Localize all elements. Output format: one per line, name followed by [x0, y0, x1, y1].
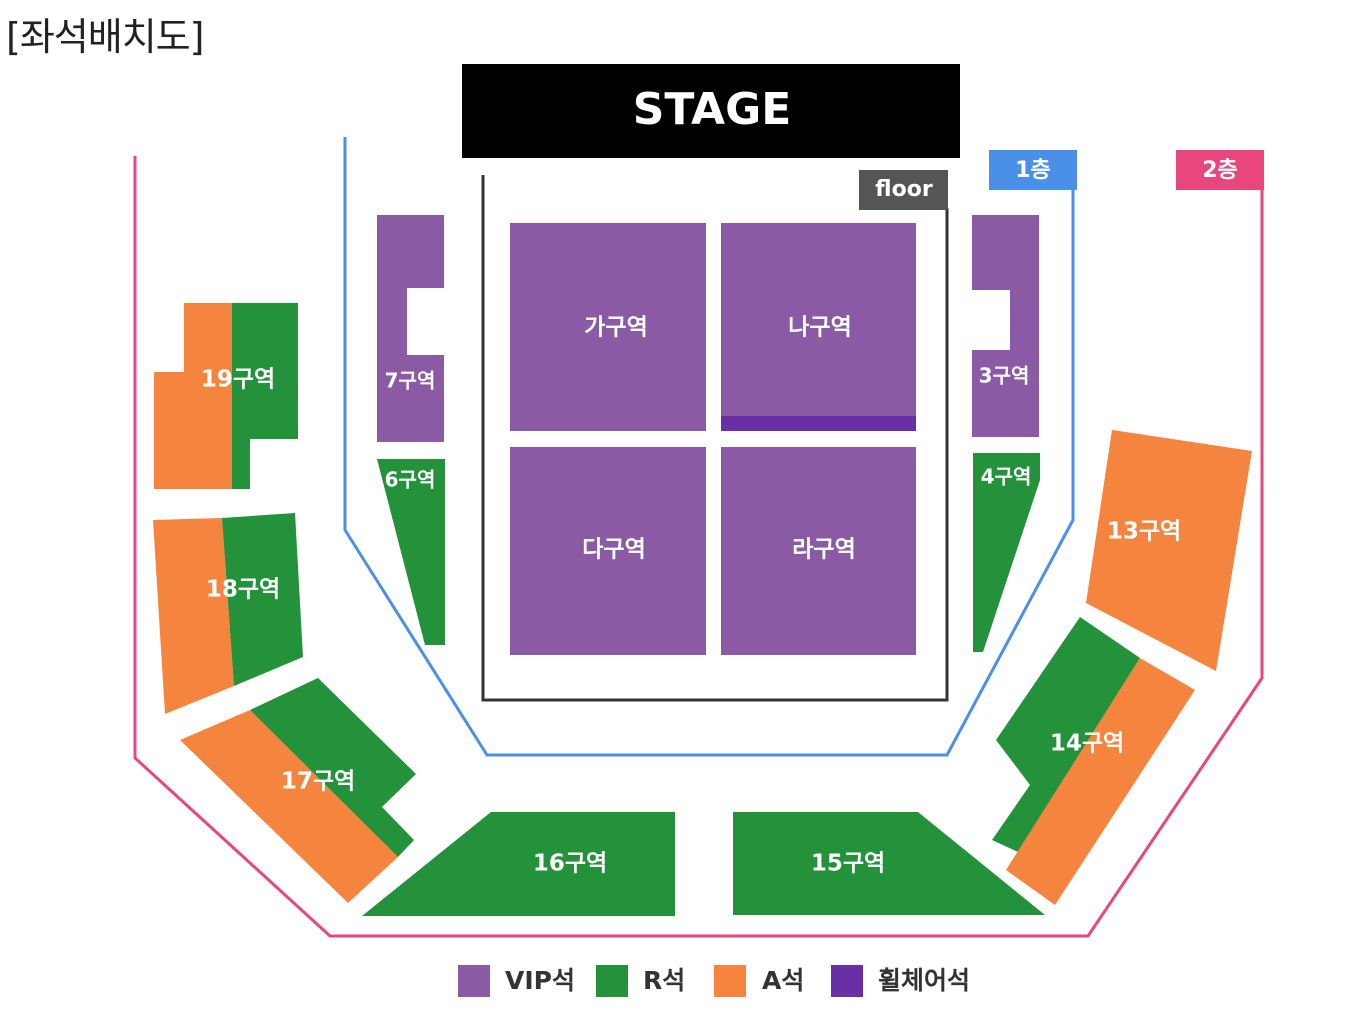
section-6[interactable]: 6구역 — [377, 459, 445, 645]
section-16-label: 16구역 — [533, 851, 607, 877]
section-3[interactable]: 3구역 — [972, 215, 1039, 437]
section-ga[interactable]: 가구역 — [510, 223, 706, 431]
floor-boundary-line — [481, 175, 949, 702]
section-7[interactable]: 7구역 — [377, 215, 444, 442]
section-14-label: 14구역 — [1050, 731, 1124, 757]
section-15[interactable]: 15구역 — [733, 812, 1045, 915]
section-14[interactable]: 14구역 — [992, 617, 1195, 905]
section-7-label: 7구역 — [385, 369, 436, 393]
section-13[interactable]: 13구역 — [1086, 430, 1252, 671]
section-na-label: 나구역 — [788, 315, 851, 341]
legend-label-a: A석 — [762, 966, 804, 995]
section-18-label: 18구역 — [206, 577, 280, 603]
section-19-label: 19구역 — [201, 367, 275, 393]
floor-tag-label: floor — [875, 177, 933, 202]
section-na[interactable]: 나구역 — [721, 223, 916, 431]
level2-tag: 2층 — [1176, 150, 1264, 190]
section-4[interactable]: 4구역 — [973, 453, 1040, 652]
level2-tag-label: 2층 — [1202, 158, 1238, 183]
page-title: [좌석배치도] — [6, 15, 204, 59]
section-19[interactable]: 19구역 — [154, 303, 298, 489]
section-6-label: 6구역 — [385, 468, 436, 492]
legend-swatch-wheelchair — [831, 965, 863, 997]
legend-label-r: R석 — [643, 966, 685, 995]
legend-item-wheelchair: 휠체어석 — [831, 965, 970, 997]
stage: STAGE — [462, 64, 960, 158]
level2-boundary-line — [133, 156, 1264, 938]
legend-swatch-vip — [458, 965, 490, 997]
section-16[interactable]: 16구역 — [362, 812, 675, 916]
legend-swatch-a — [714, 965, 746, 997]
level1-tag-label: 1층 — [1015, 158, 1051, 183]
section-da-label: 다구역 — [582, 537, 645, 563]
section-ra-label: 라구역 — [792, 537, 855, 563]
legend-swatch-r — [596, 965, 628, 997]
wheelchair-seats — [721, 416, 916, 431]
level1-boundary-line — [343, 137, 1075, 757]
legend-label-vip: VIP석 — [505, 966, 575, 995]
legend-item-vip: VIP석 — [458, 965, 575, 997]
stage-label: STAGE — [633, 84, 792, 135]
legend-item-r: R석 — [596, 965, 685, 997]
section-da[interactable]: 다구역 — [510, 447, 706, 655]
legend-label-wheelchair: 휠체어석 — [878, 966, 970, 995]
level1-tag: 1층 — [989, 150, 1077, 190]
section-ga-label: 가구역 — [584, 315, 647, 341]
section-ra[interactable]: 라구역 — [721, 447, 916, 655]
section-18[interactable]: 18구역 — [153, 513, 303, 714]
section-3-label: 3구역 — [979, 364, 1030, 388]
section-4-label: 4구역 — [981, 465, 1032, 489]
legend: VIP석 R석 A석 휠체어석 — [458, 965, 970, 997]
section-15-label: 15구역 — [811, 851, 885, 877]
section-17[interactable]: 17구역 — [180, 678, 416, 903]
section-13-label: 13구역 — [1107, 519, 1181, 545]
section-17-label: 17구역 — [281, 769, 355, 795]
legend-item-a: A석 — [714, 965, 804, 997]
floor-tag: floor — [859, 170, 948, 210]
